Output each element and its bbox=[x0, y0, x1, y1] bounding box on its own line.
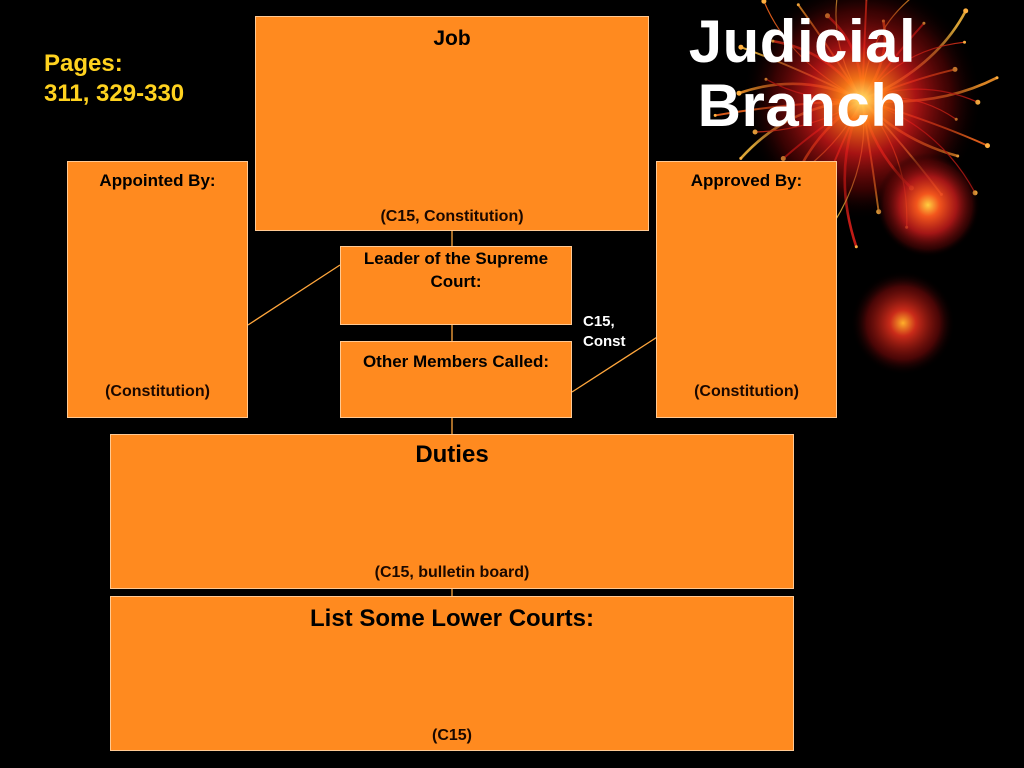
leader-heading: Leader of the Supreme Court: bbox=[363, 249, 549, 291]
connector-line bbox=[247, 264, 341, 326]
fireworks-glow bbox=[876, 153, 980, 257]
other-members-box: Other Members Called: bbox=[340, 341, 572, 418]
lower-courts-source: (C15) bbox=[431, 727, 472, 744]
duties-heading: Duties bbox=[415, 441, 489, 468]
fireworks-spark bbox=[963, 8, 969, 14]
lower-courts-heading: List Some Lower Courts: bbox=[309, 605, 595, 632]
appointed-by-heading: Appointed By: bbox=[99, 171, 216, 190]
approved-by-source: (Constitution) bbox=[694, 383, 799, 400]
slide-title: Judicial Branch bbox=[640, 10, 965, 138]
job-source: (C15, Constitution) bbox=[380, 208, 524, 225]
other-members-heading: Other Members Called: bbox=[362, 352, 550, 371]
duties-box: Duties (C15, bulletin board) bbox=[110, 434, 794, 589]
fireworks-spark bbox=[985, 143, 990, 149]
pages-label: Pages: bbox=[44, 50, 123, 77]
fireworks-spark bbox=[738, 44, 744, 50]
connector-line bbox=[571, 331, 666, 393]
source-note-line: Const bbox=[583, 333, 626, 350]
fireworks-spark bbox=[713, 113, 717, 117]
approved-by-heading: Approved By: bbox=[690, 171, 803, 190]
connector-lines bbox=[247, 231, 666, 596]
job-box: Job (C15, Constitution) bbox=[255, 16, 649, 231]
approved-by-box: Approved By: (Constitution) bbox=[656, 161, 837, 418]
page-reference: Pages: 311, 329-330 bbox=[44, 49, 184, 109]
title-line: Judicial bbox=[688, 8, 917, 75]
title-line: Branch bbox=[697, 72, 908, 139]
fireworks-spark bbox=[739, 156, 743, 160]
leader-box: Leader of the Supreme Court: bbox=[340, 246, 572, 325]
fireworks-spark bbox=[854, 245, 858, 249]
fireworks-spark bbox=[761, 0, 767, 4]
pages-value: 311, 329-330 bbox=[44, 80, 185, 107]
lower-courts-box: List Some Lower Courts: (C15) bbox=[110, 596, 794, 751]
source-note-line: C15, bbox=[583, 313, 615, 330]
fireworks-spark bbox=[736, 90, 742, 96]
job-heading: Job bbox=[433, 27, 471, 50]
duties-source: (C15, bulletin board) bbox=[374, 564, 530, 581]
appointed-by-box: Appointed By: (Constitution) bbox=[67, 161, 248, 418]
fireworks-spark bbox=[995, 76, 999, 80]
fireworks-glow bbox=[851, 271, 955, 375]
source-note: C15, Const bbox=[583, 312, 626, 352]
appointed-by-source: (Constitution) bbox=[105, 383, 210, 400]
